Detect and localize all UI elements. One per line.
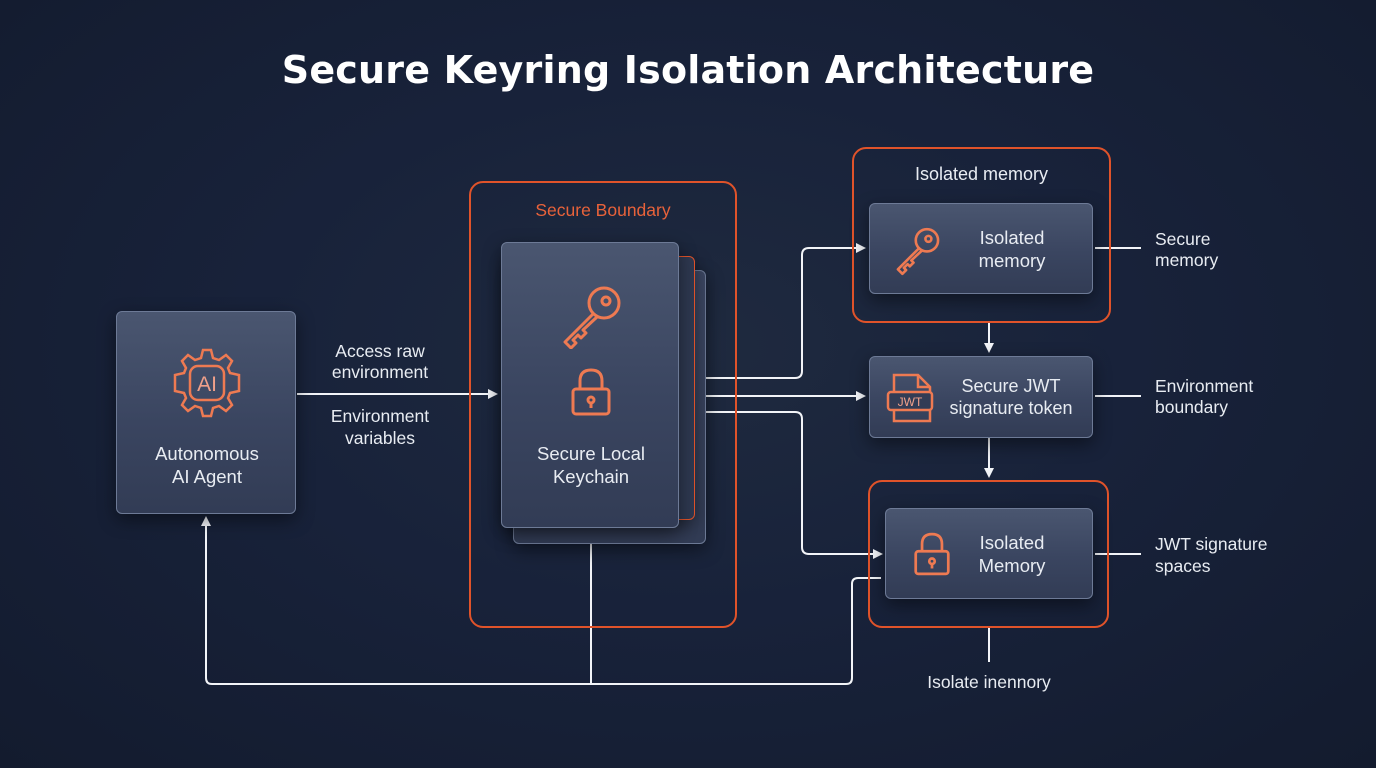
lock-icon (914, 532, 950, 576)
node-isolated-memory-2[interactable]: Isolated Memory (885, 508, 1093, 599)
side-label-1-line1: Secure (1155, 229, 1211, 249)
node-isolated-memory[interactable]: Isolated memory (869, 203, 1093, 294)
side-label-2-line1: Environment (1155, 376, 1254, 396)
agent-card[interactable]: AI Autonomous AI Agent (116, 311, 296, 514)
lock-icon (571, 368, 611, 416)
isolated-memory-group-label: Isolated memory (914, 164, 1049, 184)
access-label-line4: variables (344, 428, 416, 448)
secure-boundary (469, 181, 737, 628)
arrow-keychain-to-node1 (695, 243, 866, 379)
side-label-3-line1: JWT signature (1155, 534, 1268, 554)
node1-label-line1: Isolated (979, 227, 1045, 248)
key-icon (563, 286, 621, 349)
feedback-loop-line (201, 516, 881, 685)
node-jwt-token[interactable]: JWT Secure JWT signature token (869, 356, 1093, 438)
bottom-label: Isolate inennory (927, 672, 1051, 692)
jwt-icon-text: JWT (898, 395, 923, 409)
side-label-2-line2: boundary (1155, 397, 1228, 417)
isolated-memory-boundary-bottom (868, 480, 1109, 628)
side-label-3-line2: spaces (1155, 556, 1211, 576)
keychain-label-line2: Keychain (552, 466, 630, 487)
page-title: Secure Keyring Isolation Architecture (281, 48, 1095, 92)
agent-icon-text: AI (197, 373, 217, 396)
isolated-memory-group (852, 147, 1111, 323)
gear-icon: AI (173, 348, 241, 418)
arrow-keychain-to-node3 (695, 411, 883, 559)
access-label-line2: environment (331, 362, 429, 382)
agent-label-line1: Autonomous (155, 443, 259, 464)
secure-boundary-label: Secure Boundary (535, 200, 671, 220)
node2-label-line1: Secure JWT (961, 376, 1061, 396)
key-icon (896, 227, 940, 276)
keychain-card[interactable]: Secure Local Keychain (501, 242, 679, 528)
agent-label-line2: AI Agent (172, 466, 242, 487)
node1-label-line2: memory (978, 250, 1046, 271)
node2-label-line2: signature token (949, 398, 1073, 418)
node3-label-line2: Memory (978, 555, 1046, 576)
jwt-file-icon: JWT (886, 373, 934, 423)
access-label-line1: Access raw (335, 341, 425, 361)
side-label-1-line2: memory (1155, 250, 1219, 270)
keychain-label-line1: Secure Local (537, 443, 645, 464)
access-label-line3: Environment (330, 406, 430, 426)
node3-label-line1: Isolated (979, 532, 1045, 553)
